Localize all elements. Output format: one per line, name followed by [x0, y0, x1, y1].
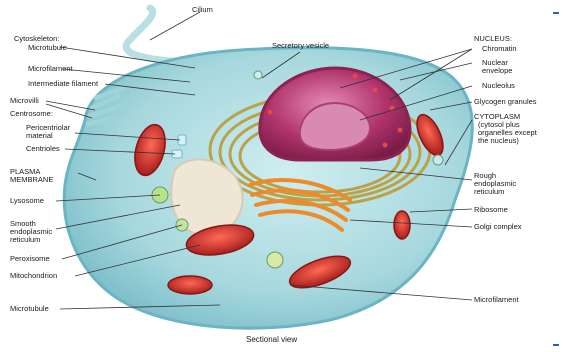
label-ribosome: Ribosome [474, 206, 508, 215]
label-nucleolus: Nucleolus [482, 82, 515, 91]
label-microtubule-top: Microtubule [28, 44, 67, 53]
label-chromatin: Chromatin [482, 45, 517, 54]
corner-mark-bottom [553, 344, 559, 346]
label-lysosome: Lysosome [10, 197, 44, 206]
label-microtubule-bottom: Microtubule [10, 305, 49, 314]
label-microfilament-right: Microfilament [474, 296, 519, 305]
label-glycogen: Glycogen granules [474, 98, 537, 107]
label-peroxisome: Peroxisome [10, 255, 50, 264]
caption: Sectional view [246, 336, 297, 345]
label-intermediate-filament: Intermediate filament [28, 80, 98, 89]
label-golgi: Golgi complex [474, 223, 522, 232]
label-nucleus: NUCLEUS: [474, 35, 512, 44]
label-centrioles: Centrioles [26, 145, 60, 154]
label-nuclear-envelope-2: envelope [482, 67, 512, 76]
label-rough-er-3: reticulum [474, 188, 504, 197]
label-centrosome: Centrosome: [10, 110, 53, 119]
corner-mark-top [553, 12, 559, 14]
label-secretory-vesicle: Secretory vesicle [272, 42, 329, 51]
label-smooth-er-3: reticulum [10, 236, 40, 245]
label-microfilament-left: Microfilament [28, 65, 73, 74]
label-cilium: Cilium [192, 6, 213, 15]
label-mitochondrion: Mitochondrion [10, 272, 57, 281]
label-plasma-2: MEMBRANE [10, 176, 53, 185]
label-cytoplasm-4: the nucleus) [478, 137, 519, 146]
label-microvilli: Microvilli [10, 97, 39, 106]
label-pericentriolar-2: material [26, 132, 53, 141]
